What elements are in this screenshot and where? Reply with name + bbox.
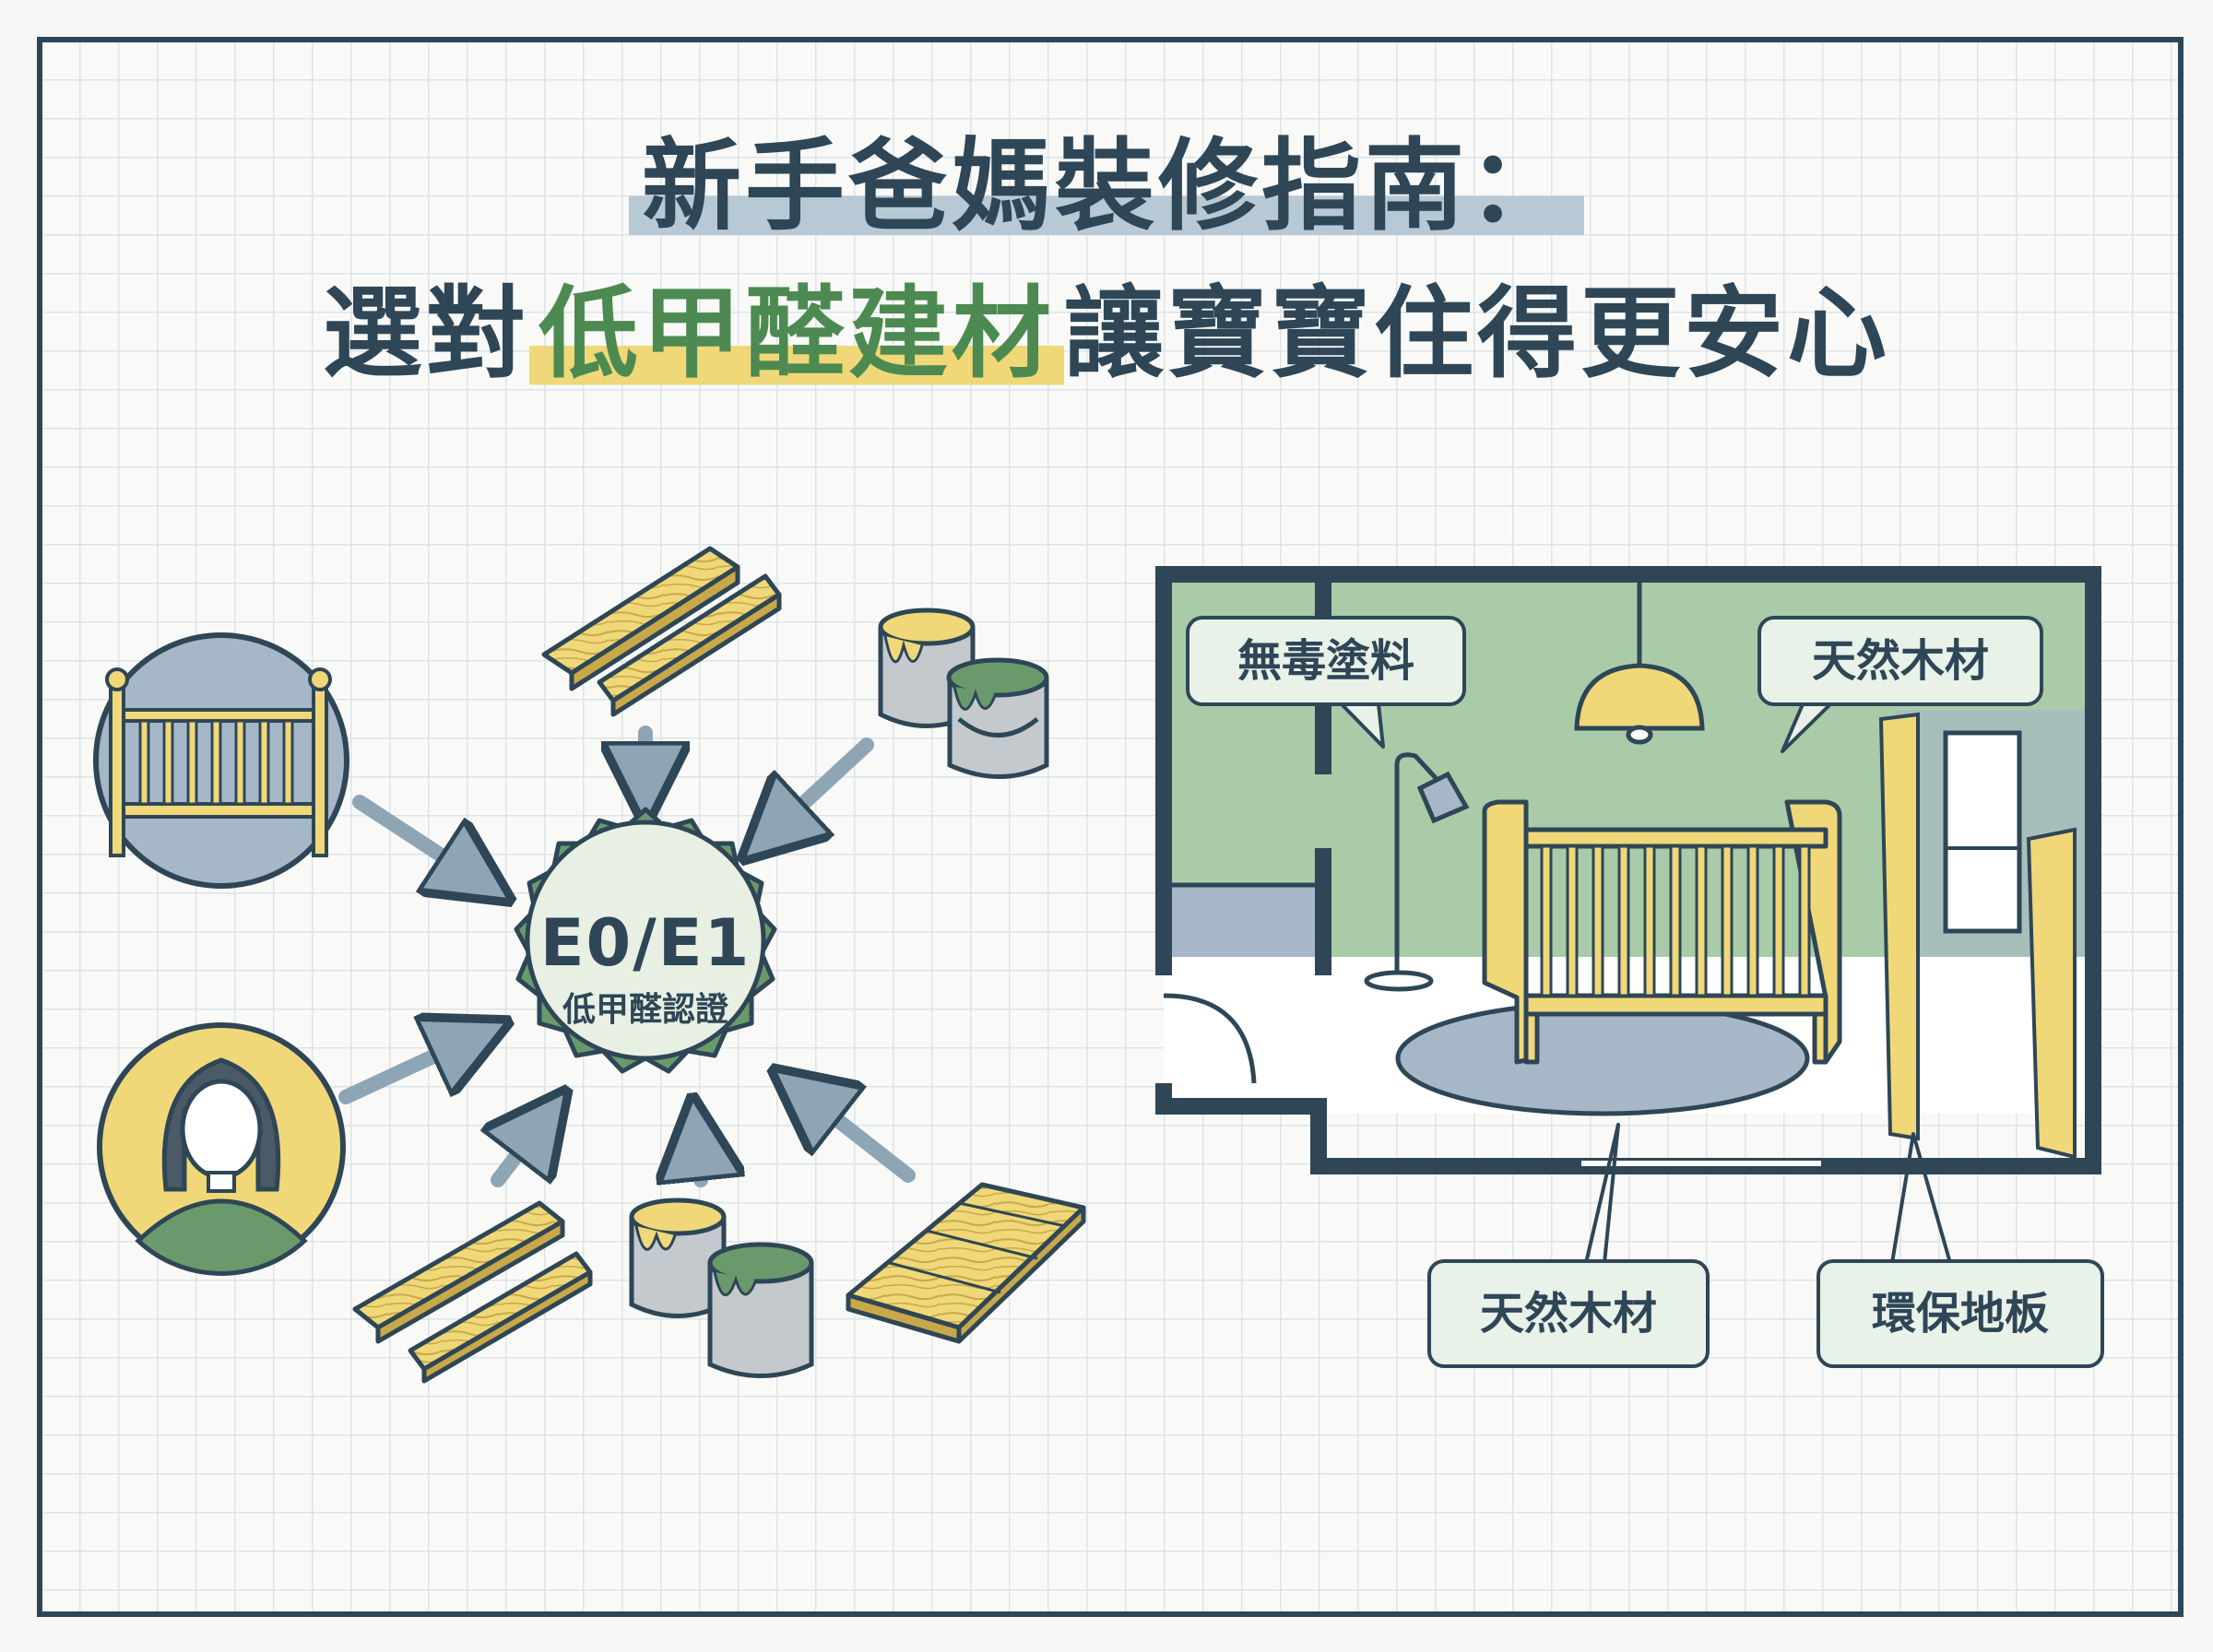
arrow-from-mother [338, 1037, 475, 1104]
arrow-from-planks-bottom [498, 1120, 544, 1187]
arrow-from-crib [352, 795, 479, 880]
crib-in-room-icon [1482, 799, 1842, 1065]
wood-planks-icon [541, 546, 782, 717]
title-prefix: 選對 [322, 277, 529, 392]
title-highlight: 低甲醛建材 [528, 277, 1064, 392]
crib-icon [93, 632, 349, 889]
title-suffix: 讓寶寶住得更安心 [1064, 277, 1891, 392]
arrow-from-paint-bottom [696, 1134, 701, 1187]
title-line-1: 新手爸媽裝修指南： [0, 127, 2213, 247]
callout-floor: 環保地板 [1817, 1259, 2104, 1368]
paint-cans-icon [878, 608, 1049, 779]
badge-label: E0/E1 [539, 905, 751, 981]
title-line-1-text: 新手爸媽裝修指南： [628, 129, 1584, 244]
title-line-2: 選對低甲醛建材讓寶寶住得更安心 [0, 275, 2213, 395]
certification-badge-icon [514, 807, 777, 1074]
paint-cans-icon-bottom [629, 1198, 814, 1378]
arrow-from-paint-top [770, 738, 874, 834]
callout-wood-bottom: 天然木材 [1427, 1259, 1710, 1368]
callout-wood-top: 天然木材 [1757, 616, 2043, 706]
wood-floor-icon [846, 1182, 1086, 1344]
pendant-lamp-icon [1574, 581, 1705, 745]
callout-paint: 無毒塗料 [1186, 616, 1466, 706]
arrows [338, 726, 916, 1187]
floor-lamp-icon [1364, 752, 1470, 992]
arrow-from-floor [802, 1092, 916, 1183]
wood-planks-icon-bottom [352, 1200, 593, 1384]
badge-sublabel: 低甲醛認證 [562, 991, 728, 1029]
callout-pointers [1340, 702, 1952, 1264]
mother-icon [97, 1022, 346, 1276]
